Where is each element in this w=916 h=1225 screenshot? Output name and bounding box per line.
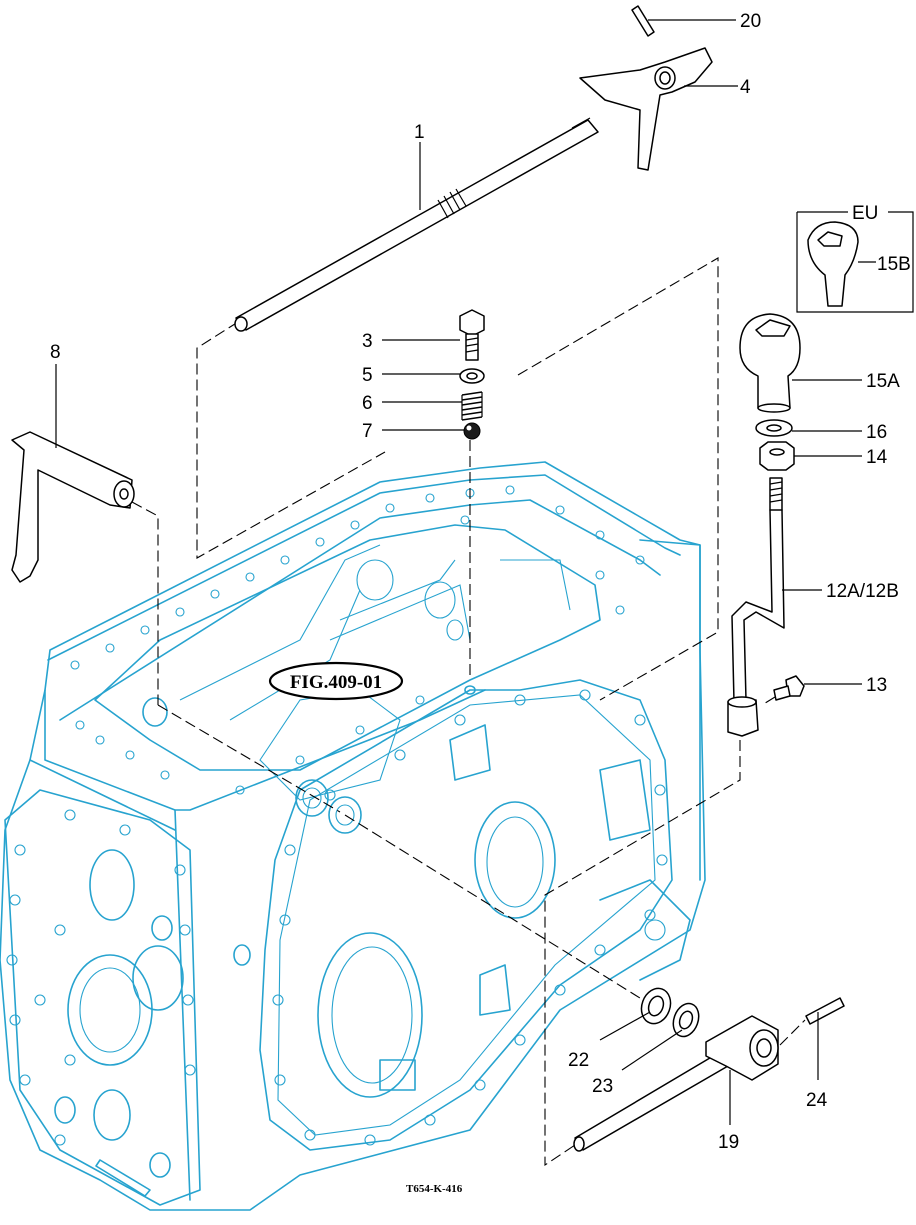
set-screw-part-13 <box>773 675 805 701</box>
spring-part-6 <box>461 391 483 421</box>
nut-part-14 <box>759 441 795 471</box>
callout-6: 6 <box>362 393 373 414</box>
callout-19: 19 <box>718 1132 739 1153</box>
bolt-part-3 <box>459 309 485 361</box>
callout-15a: 15A <box>866 371 900 392</box>
washer-part-23 <box>672 1002 700 1038</box>
callout-7: 7 <box>362 421 373 442</box>
callout-22: 22 <box>568 1050 589 1071</box>
figure-reference-badge[interactable]: FIG.409-01 <box>268 661 404 701</box>
eu-variant-box <box>796 211 914 313</box>
callout-13: 13 <box>866 675 887 696</box>
figure-reference-text: FIG.409-01 <box>290 672 382 693</box>
callout-4: 4 <box>740 77 751 98</box>
callout-23: 23 <box>592 1076 613 1097</box>
shift-lever-part-12 <box>727 477 785 737</box>
callout-3: 3 <box>362 331 373 352</box>
callout-labels: 20 4 1 3 5 6 7 8 EU 15B 15A 16 14 12A/12… <box>50 11 911 1153</box>
callout-12: 12A/12B <box>826 581 899 602</box>
callout-8: 8 <box>50 342 61 363</box>
leader-lines <box>55 19 876 1125</box>
callout-1: 1 <box>414 122 425 143</box>
drawing-number: T654-K-416 <box>406 1183 463 1195</box>
assembly-lines <box>131 257 806 1167</box>
callout-14: 14 <box>866 447 888 468</box>
region-label-eu: EU <box>852 203 878 224</box>
roll-pin-part-20 <box>631 5 655 37</box>
shift-arm-part-8 <box>11 431 135 583</box>
callout-15b: 15B <box>877 254 911 275</box>
shift-shaft-part-19 <box>573 1015 779 1152</box>
callout-5: 5 <box>362 365 373 386</box>
callout-16: 16 <box>866 422 887 443</box>
shift-fork-part-4 <box>579 47 713 171</box>
pin-part-24 <box>805 997 845 1025</box>
callout-24: 24 <box>806 1090 828 1111</box>
detent-ball-part-7 <box>463 422 481 440</box>
washer-part-5 <box>459 368 485 384</box>
callout-20: 20 <box>740 11 761 32</box>
washer-part-16 <box>755 419 793 437</box>
transmission-housing <box>0 461 706 1211</box>
seal-part-22 <box>640 987 672 1025</box>
shift-rail-part-1 <box>234 117 599 332</box>
shift-knob-part-15a <box>739 313 801 413</box>
